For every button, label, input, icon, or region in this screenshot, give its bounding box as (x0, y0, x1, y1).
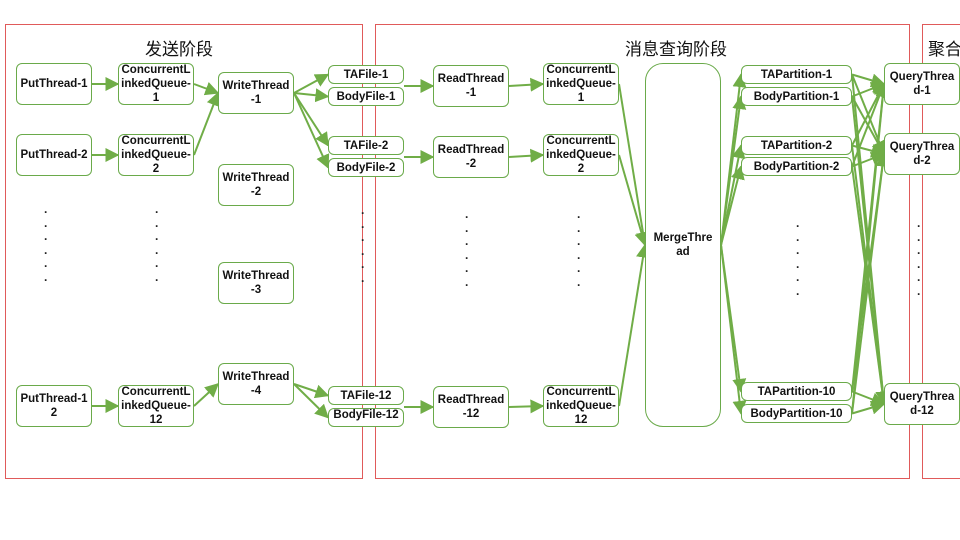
flow-arrow (720, 95, 747, 246)
ta-file-node: TAFile-12 (328, 386, 404, 405)
ta-partition-node: TAPartition-1 (741, 65, 852, 84)
ellipsis-dots: ······ (577, 210, 581, 292)
flow-arrow (618, 243, 650, 407)
flow-arrow (851, 82, 890, 414)
write-thread-node: WriteThread-2 (218, 164, 294, 206)
send-queue-node: ConcurrentLinkedQueue-2 (118, 134, 194, 176)
ta-file-node: TAFile-1 (328, 65, 404, 84)
ellipsis-dots: ······ (465, 210, 469, 292)
put-thread-node: PutThread-2 (16, 134, 92, 176)
flow-arrow (293, 383, 329, 419)
aggregate-phase-box (922, 24, 960, 479)
body-partition-node: BodyPartition-10 (741, 404, 852, 423)
flow-arrow (293, 88, 330, 103)
send-queue-node: ConcurrentLinkedQueue-1 (118, 63, 194, 105)
ellipsis-dots: ······ (917, 219, 921, 301)
body-partition-node: BodyPartition-2 (741, 157, 852, 176)
flow-arrow (508, 77, 545, 92)
body-file-node: BodyFile-2 (328, 158, 404, 177)
send-phase-box (5, 24, 363, 479)
ellipsis-dots: ······ (796, 219, 800, 301)
write-thread-node: WriteThread-3 (218, 262, 294, 304)
body-partition-node: BodyPartition-1 (741, 87, 852, 106)
send-queue-node: ConcurrentLinkedQueue-12 (118, 385, 194, 427)
read-queue-node: ConcurrentLinkedQueue-12 (543, 385, 619, 427)
ellipsis-dots: ······ (361, 206, 365, 288)
flow-arrow (293, 73, 330, 94)
ta-file-node: TAFile-2 (328, 136, 404, 155)
ta-partition-node: TAPartition-10 (741, 382, 852, 401)
ellipsis-dots: ······ (44, 205, 48, 287)
query-phase-title: 消息查询阶段 (625, 40, 727, 60)
write-thread-node: WriteThread-1 (218, 72, 294, 114)
flow-arrow (851, 152, 890, 414)
body-file-node: BodyFile-1 (328, 87, 404, 106)
read-queue-node: ConcurrentLinkedQueue-2 (543, 134, 619, 176)
send-phase-title: 发送阶段 (145, 40, 213, 60)
flow-arrow (720, 165, 745, 246)
ta-partition-node: TAPartition-2 (741, 136, 852, 155)
flow-arrow (618, 83, 650, 247)
flow-arrow (618, 154, 649, 247)
put-thread-node: PutThread-1 (16, 63, 92, 105)
ellipsis-dots: ······ (155, 205, 159, 287)
flow-arrow (508, 399, 545, 414)
flow-arrow (851, 82, 886, 167)
flow-arrow (193, 91, 220, 156)
flow-arrow (508, 148, 545, 163)
put-thread-node: PutThread-12 (16, 385, 92, 427)
read-thread-node: ReadThread-2 (433, 136, 509, 178)
body-file-node: BodyFile-12 (328, 408, 404, 427)
flow-arrow (193, 82, 220, 96)
aggregate-phase-title: 聚合 (928, 40, 960, 60)
query-thread-node: QueryThread-12 (884, 383, 960, 425)
query-thread-node: QueryThread-2 (884, 133, 960, 175)
flow-arrow (293, 383, 330, 399)
merge-thread-node: MergeThread (645, 63, 721, 427)
read-queue-node: ConcurrentLinkedQueue-1 (543, 63, 619, 105)
flow-arrow (293, 92, 330, 169)
write-thread-node: WriteThread-4 (218, 363, 294, 405)
flow-arrow (720, 244, 747, 415)
read-thread-node: ReadThread-1 (433, 65, 509, 107)
flow-arrow (851, 400, 886, 415)
read-thread-node: ReadThread-12 (433, 386, 509, 428)
flow-arrow (293, 92, 329, 147)
query-thread-node: QueryThread-1 (884, 63, 960, 105)
query-phase-box (375, 24, 910, 479)
flow-arrow (193, 383, 220, 407)
